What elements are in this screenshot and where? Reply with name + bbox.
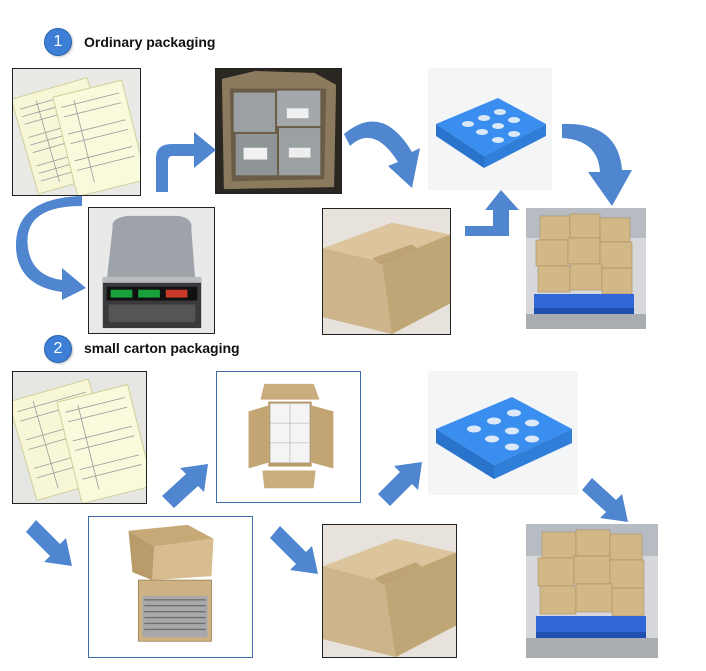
closed-carton-photo-2 [322,524,457,658]
closed-carton-photo [322,208,451,335]
scale-bag-photo [88,207,215,334]
label-sheets-photo [12,68,141,196]
arrow-icon [562,123,632,206]
arrow-icon [378,462,422,506]
step-2-badge: 2 [44,335,72,363]
step-1-title: Ordinary packaging [84,34,216,50]
arrow-icon [582,478,628,522]
step-2-title: small carton packaging [84,340,240,356]
arrow-icon [156,132,216,192]
arrow-icon [465,190,519,236]
blue-pallet-photo [428,68,552,190]
arrow-icon [162,464,208,508]
palletized-cartons-photo [526,208,646,329]
arrow-icon [344,121,420,188]
palletized-cartons-photo-2 [526,524,658,658]
arrow-icon [26,520,72,566]
step-1-badge: 1 [44,28,72,56]
arrow-icon [16,196,86,300]
open-carton-nails-photo [88,516,253,658]
carton-small-boxes-photo [216,371,361,503]
blue-pallet-photo-2 [428,371,578,495]
arrow-icon [270,526,318,574]
label-sheets-photo-2 [12,371,147,504]
open-box-bags-photo [215,68,342,194]
